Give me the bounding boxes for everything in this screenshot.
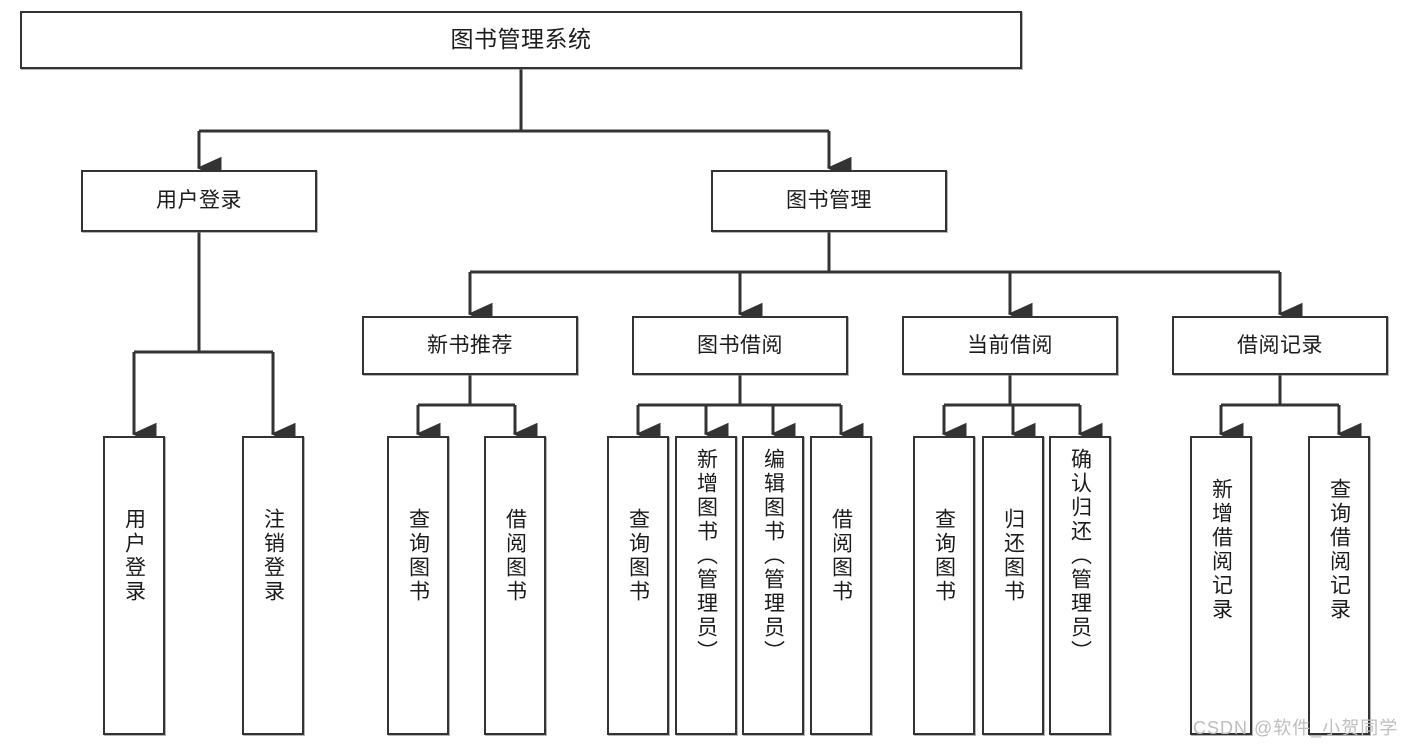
node-label: 查询图书	[932, 508, 956, 604]
node-label: 确认归还（管理员）	[1068, 448, 1092, 664]
node-leaf-6-编辑图书管理员[interactable]: 编辑图书（管理员）	[742, 436, 804, 735]
node-label: 当前借阅	[967, 333, 1053, 357]
node-label: 图书管理系统	[450, 26, 592, 53]
node-leaf-4-查询图书[interactable]: 查询图书	[607, 436, 669, 735]
node-label: 查询图书	[626, 508, 650, 604]
node-leaf-11-新增借阅记录[interactable]: 新增借阅记录	[1190, 436, 1252, 735]
node-root-图书管理系统[interactable]: 图书管理系统	[20, 11, 1022, 69]
node-leaf-3-借阅图书[interactable]: 借阅图书	[484, 436, 546, 735]
node-leaf-2-查询图书[interactable]: 查询图书	[387, 436, 449, 735]
node-leaf-0-用户登录[interactable]: 用户登录	[103, 436, 165, 735]
node-label: 图书借阅	[697, 333, 783, 357]
node-label: 用户登录	[156, 189, 242, 213]
node-leaf-8-查询图书[interactable]: 查询图书	[913, 436, 975, 735]
node-label: 新书推荐	[427, 333, 513, 357]
csdn-watermark: CSDN @软件_小贺同学	[1193, 718, 1399, 738]
node-label: 查询图书	[406, 508, 430, 604]
node-label: 新增图书（管理员）	[694, 448, 718, 664]
node-level3-新书推荐[interactable]: 新书推荐	[362, 316, 578, 375]
node-leaf-7-借阅图书[interactable]: 借阅图书	[810, 436, 872, 735]
node-label: 借阅记录	[1237, 333, 1323, 357]
node-label: 注销登录	[261, 508, 285, 604]
node-label: 新增借阅记录	[1209, 478, 1233, 622]
node-level3-借阅记录[interactable]: 借阅记录	[1172, 316, 1388, 375]
node-leaf-1-注销登录[interactable]: 注销登录	[242, 436, 304, 735]
node-level2-用户登录[interactable]: 用户登录	[81, 170, 317, 232]
node-leaf-9-归还图书[interactable]: 归还图书	[982, 436, 1044, 735]
node-label: 借阅图书	[829, 508, 853, 604]
node-leaf-12-查询借阅记录[interactable]: 查询借阅记录	[1308, 436, 1370, 735]
node-label: 用户登录	[122, 508, 146, 604]
node-label: 归还图书	[1001, 508, 1025, 604]
node-label: 查询借阅记录	[1327, 478, 1351, 622]
node-leaf-10-确认归还管理员[interactable]: 确认归还（管理员）	[1049, 436, 1111, 735]
node-leaf-5-新增图书管理员[interactable]: 新增图书（管理员）	[675, 436, 737, 735]
node-label: 编辑图书（管理员）	[761, 448, 785, 664]
node-label: 借阅图书	[503, 508, 527, 604]
node-level2-图书管理[interactable]: 图书管理	[711, 170, 947, 232]
node-label: 图书管理	[786, 189, 872, 213]
node-level3-图书借阅[interactable]: 图书借阅	[632, 316, 848, 375]
node-level3-当前借阅[interactable]: 当前借阅	[902, 316, 1118, 375]
